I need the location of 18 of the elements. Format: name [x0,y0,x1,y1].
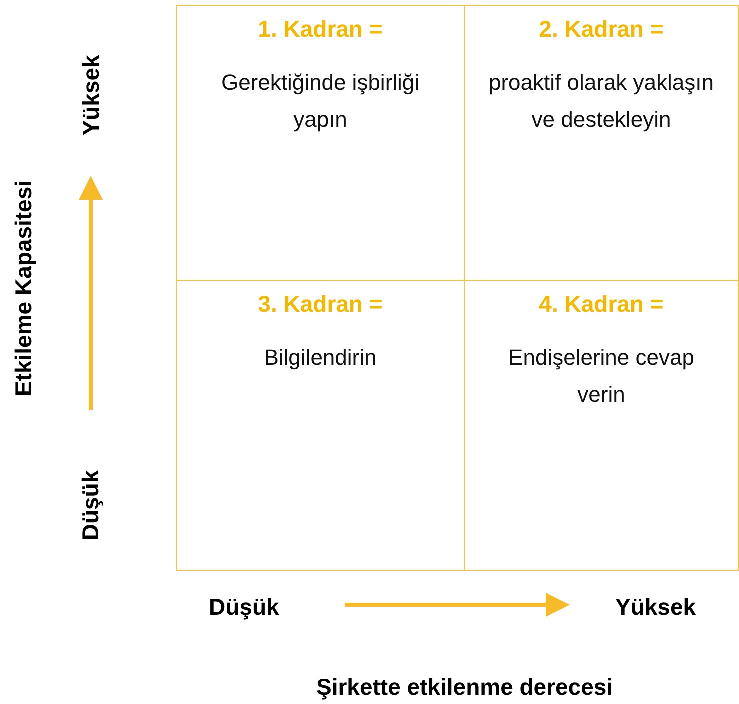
quadrant-text: Gerektiğinde işbirliği yapın [220,69,421,134]
quadrant-cell [464,5,739,281]
axis-value-label: Yüksek [77,54,104,136]
quadrant-cell [176,5,465,281]
quadrant-heading: 1. Kadran = [257,16,384,43]
quadrant-text: proaktif olarak yaklaşın ve destekleyin [488,69,715,134]
axis-title: Şirkette etkilenme derecesi [316,674,614,700]
axis-value-label: Düşük [78,470,105,540]
quadrant-text: Endişelerine cevap verin [508,344,696,409]
quadrant-heading: 4. Kadran = [538,291,665,318]
quadrant-cell [464,280,739,571]
axis-value-label: Düşük [209,594,280,620]
quadrant-text: Bilgilendirin [263,344,378,372]
quadrant-heading: 2. Kadran = [538,16,665,43]
quadrant-heading: 3. Kadran = [257,291,384,318]
axis-title: Etkileme Kapasitesi [10,180,38,396]
quadrant-cell [176,280,465,571]
axis-value-label: Yüksek [616,594,696,620]
